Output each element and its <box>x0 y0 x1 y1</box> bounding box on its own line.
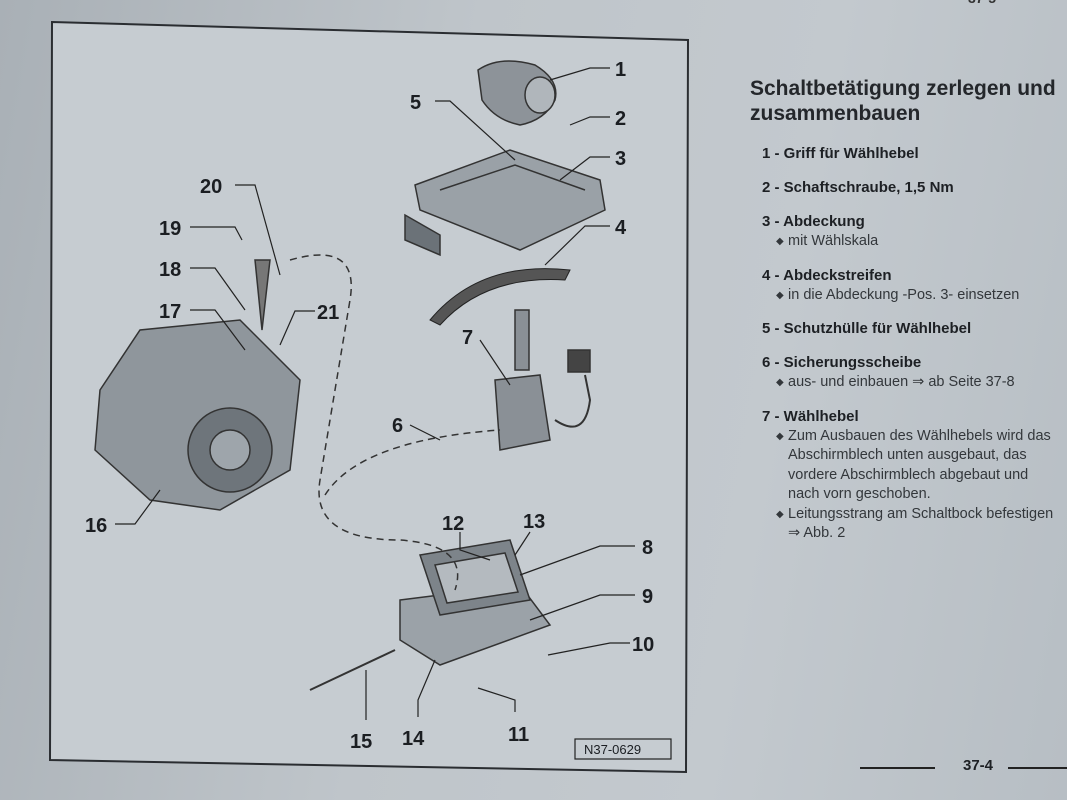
parts-list-item: 7 - Wählhebel ◆ Zum Ausbauen des Wählhebel… <box>750 407 1060 544</box>
callout-2: 2 <box>615 108 626 130</box>
item-note-text: in die Abdeckung -Pos. 3- einsetzen <box>788 286 1020 303</box>
callout-11: 11 <box>508 724 529 746</box>
callout-7: 7 <box>462 327 473 349</box>
parts-list-item: 6 - Sicherungsscheibe ◆ aus- und einbauen … <box>750 353 1060 393</box>
item-heading: 6 - Sicherungsscheibe <box>762 354 922 371</box>
callout-13: 13 <box>523 511 545 533</box>
diamond-bullet-icon: ◆ <box>776 289 784 301</box>
item-note: ◆ mit Wählskala <box>750 232 1060 252</box>
selector-knob <box>477 60 557 126</box>
callout-14: 14 <box>402 728 425 750</box>
callout-3: 3 <box>615 148 626 170</box>
shift-cable <box>289 254 459 591</box>
item-note: ◆ Leitungsstrang am Schaltbock befestigen… <box>750 505 1060 544</box>
callout-10: 10 <box>632 634 654 656</box>
diamond-bullet-icon: ◆ <box>776 377 784 388</box>
callout-20: 20 <box>200 176 222 198</box>
item-note: ◆ in die Abdeckung -Pos. 3- einsetzen <box>750 286 1060 306</box>
parts-list-item: 4 - Abdeckstreifen ◆ in die Abdeckung -Pos… <box>750 266 1060 306</box>
item-heading: 2 - Schaftschraube, 1,5 Nm <box>762 179 954 196</box>
parts-list-section: Schaltbetätigung zerlegen und zusammenba… <box>750 76 1060 558</box>
page-footer: 37-4 <box>860 757 1067 777</box>
callout-15: 15 <box>350 731 372 753</box>
shift-housing <box>399 539 552 666</box>
item-heading: 5 - Schutzhülle für Wählhebel <box>762 320 972 337</box>
item-note-text: mit Wählskala <box>788 233 879 249</box>
callout-6: 6 <box>392 415 403 437</box>
transmission-housing <box>94 259 301 511</box>
footer-rule-right <box>1008 767 1067 769</box>
parts-list-item: 3 - Abdeckung ◆ mit Wählskala <box>750 212 1060 252</box>
cover-strip <box>429 268 571 326</box>
parts-list-item: 5 - Schutzhülle für Wählhebel <box>750 319 1060 339</box>
callout-1: 1 <box>615 59 626 81</box>
callout-19: 19 <box>159 218 181 240</box>
callout-21: 21 <box>317 302 339 324</box>
parts-list-item: 1 - Griff für Wählhebel <box>750 144 1060 164</box>
diamond-bullet-icon: ◆ <box>776 508 784 520</box>
page-corner-label: 37-5 <box>968 0 996 6</box>
item-note: ◆ aus- und einbauen ⇒ ab Seite 37-8 <box>750 373 1060 393</box>
callout-9: 9 <box>642 586 653 608</box>
section-title: Schaltbetätigung zerlegen und zusammenba… <box>750 77 1056 125</box>
item-heading: 3 - Abdeckung <box>762 213 865 230</box>
figure-id-label: N37-0629 <box>584 742 641 757</box>
item-note-text: aus- und einbauen ⇒ ab Seite 37-8 <box>788 374 1015 390</box>
diamond-bullet-icon: ◆ <box>776 236 784 247</box>
selector-lever <box>494 309 592 451</box>
cover-plate <box>404 149 606 257</box>
figure-id-box <box>574 738 672 760</box>
parts-list-item: 2 - Schaftschraube, 1,5 Nm <box>750 178 1060 198</box>
item-note-text: Leitungsstrang am Schaltbock befestigen … <box>788 505 1054 542</box>
callout-5: 5 <box>410 92 421 114</box>
item-note-text: Zum Ausbauen des Wählhebels wird das Abs… <box>788 427 1051 503</box>
callout-16: 16 <box>85 515 107 537</box>
callout-12: 12 <box>442 513 464 535</box>
callout-18: 18 <box>159 259 181 281</box>
leader-lines <box>115 67 635 720</box>
item-heading: 1 - Griff für Wählhebel <box>762 145 919 162</box>
item-note: ◆ Zum Ausbauen des Wählhebels wird das Ab… <box>750 427 1060 505</box>
page-number: 37-4 <box>963 757 994 774</box>
callout-17: 17 <box>159 301 181 323</box>
callout-4: 4 <box>615 217 627 239</box>
item-heading: 7 - Wählhebel <box>762 407 859 425</box>
callout-8: 8 <box>642 537 653 559</box>
diamond-bullet-icon: ◆ <box>776 430 784 442</box>
item-heading: 4 - Abdeckstreifen <box>762 266 892 284</box>
footer-rule-left <box>860 767 935 769</box>
